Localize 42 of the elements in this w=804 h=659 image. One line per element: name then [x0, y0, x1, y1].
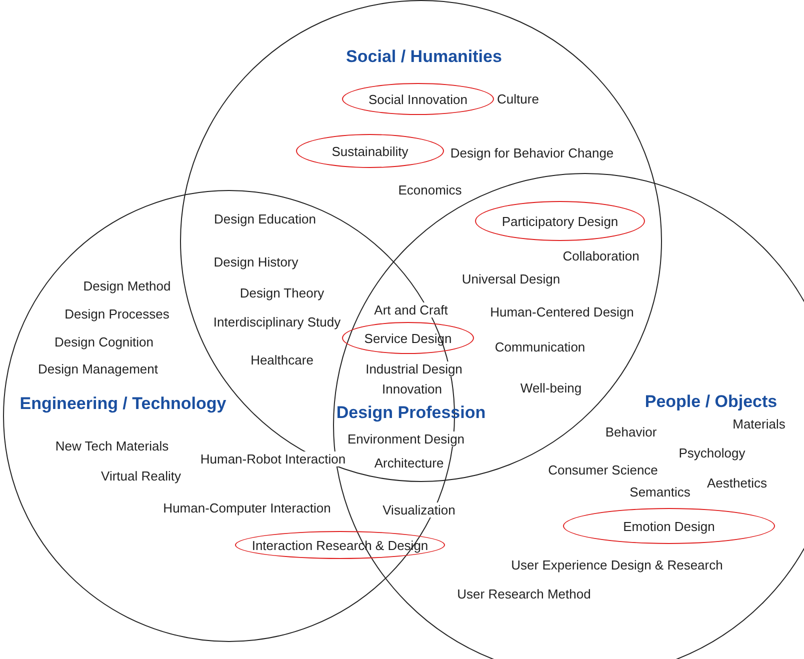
highlight-ellipse: Social Innovation: [342, 83, 494, 115]
topic-label: User Research Method: [457, 586, 591, 602]
topic-label: Human-Computer Interaction: [163, 500, 331, 516]
circle-heading: Social / Humanities: [346, 47, 502, 67]
topic-label: Design Theory: [240, 286, 324, 300]
topic-label: Art and Craft: [374, 302, 448, 318]
topic-label: Semantics: [630, 484, 690, 500]
topic-label: Consumer Science: [548, 462, 658, 478]
topic-label: Human-Robot Interaction: [200, 452, 346, 466]
topic-label: Psychology: [678, 446, 746, 460]
topic-label: Culture: [497, 92, 539, 106]
topic-label: Design Method: [83, 278, 171, 294]
topic-label: Well-being: [520, 380, 582, 396]
topic-label: Industrial Design: [366, 362, 462, 376]
topic-label: Communication: [494, 340, 586, 354]
topic-label: Collaboration: [562, 248, 640, 264]
topic-label: Healthcare: [250, 352, 314, 368]
topic-label: Design Cognition: [54, 334, 154, 350]
topic-label: Design Education: [214, 212, 316, 226]
highlight-ellipse: Sustainability: [296, 134, 444, 168]
topic-label: Behavior: [605, 424, 657, 440]
topic-label: Visualization: [382, 502, 456, 518]
topic-label: Aesthetics: [707, 476, 767, 490]
topic-label: Virtual Reality: [101, 468, 181, 484]
topic-label: Innovation: [382, 382, 442, 396]
topic-label: Environment Design: [347, 432, 465, 446]
topic-label: Design for Behavior Change: [450, 146, 614, 160]
topic-label: Materials: [732, 416, 786, 432]
topic-label: Economics: [398, 182, 462, 198]
highlight-ellipse: Emotion Design: [563, 508, 775, 544]
topic-label: New Tech Materials: [55, 438, 169, 454]
topic-label: Human-Centered Design: [490, 304, 634, 320]
topic-label: Interdisciplinary Study: [213, 314, 341, 330]
highlight-ellipse: Participatory Design: [475, 201, 645, 241]
topic-label: Design Processes: [64, 306, 170, 322]
topic-label: User Experience Design & Research: [511, 558, 723, 572]
topic-label: Architecture: [374, 456, 444, 470]
circle-heading: Engineering / Technology: [20, 394, 226, 414]
circle-heading: People / Objects: [644, 392, 778, 412]
topic-label: Design Management: [38, 362, 158, 376]
topic-label: Design History: [214, 254, 298, 270]
topic-label: Universal Design: [462, 272, 560, 286]
